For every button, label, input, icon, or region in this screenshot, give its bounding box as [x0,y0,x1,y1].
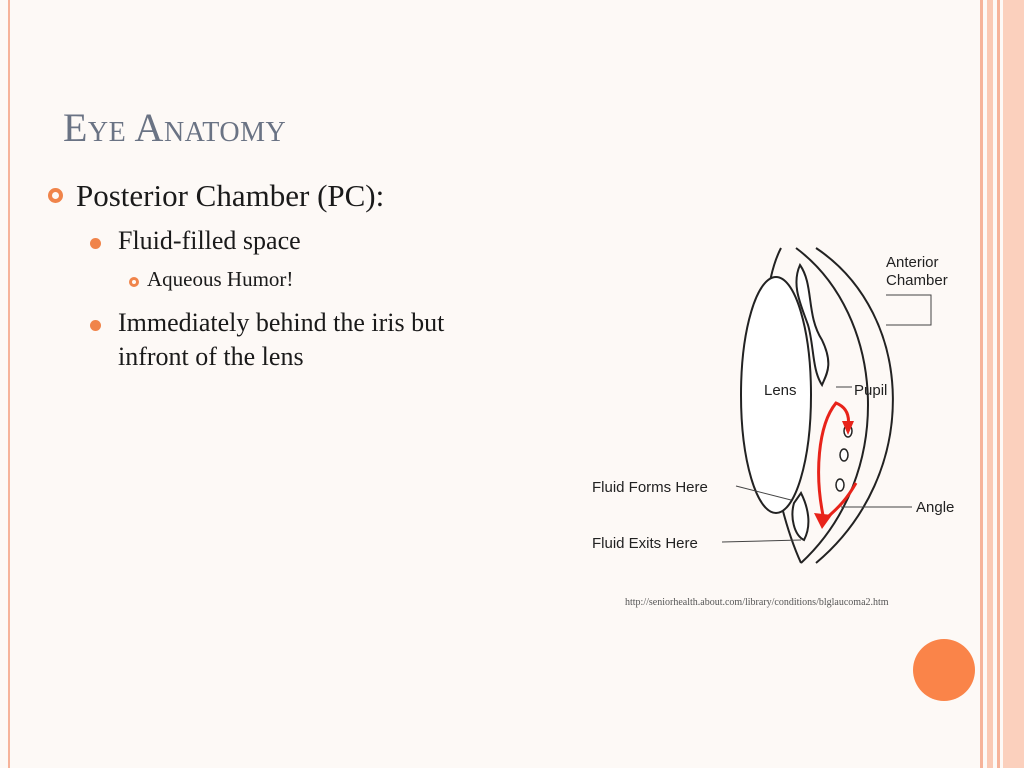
fluid-droplet [839,448,849,462]
fluid-flow-arrow [817,401,850,521]
cornea-outer-curve [815,247,894,564]
label-fluid-forms: Fluid Forms Here [592,479,708,496]
leader-line-fluid-forms [735,485,792,501]
leader-line-anterior [886,294,932,326]
right-decor-stripe [1003,0,1024,768]
cornea-inner-curve [795,247,869,564]
arrow-head [814,513,832,529]
dot-bullet-icon [90,320,101,331]
ring-bullet-icon [129,277,139,287]
decorative-circle [913,639,975,701]
label-angle: Angle [916,499,954,516]
ring-bullet-icon [48,188,63,203]
label-fluid-exits: Fluid Exits Here [592,535,698,552]
source-url-text: http://seniorhealth.about.com/library/co… [625,597,889,608]
bullet-behind-iris-line2: infront of the lens [118,342,304,371]
bullet-posterior-chamber: Posterior Chamber (PC): [76,178,385,213]
label-lens: Lens [764,382,797,399]
leader-line-fluid-exits [721,539,802,543]
fluid-droplet [835,478,845,492]
right-decor-stripe [997,0,1000,768]
label-pupil: Pupil [854,382,887,399]
right-decor-stripe [987,0,993,768]
label-anterior-line1: Anterior [886,254,939,271]
left-border-line [8,0,10,768]
lens-shape [740,276,812,514]
bullet-behind-iris-line1: Immediately behind the iris but [118,308,445,337]
right-decor-stripe [980,0,983,768]
slide-title: Eye Anatomy [63,105,287,150]
bullet-aqueous-humor: Aqueous Humor! [147,267,294,291]
arrow-head [842,421,854,435]
eye-anatomy-diagram: Anterior Chamber Lens Pupil Fluid Forms … [592,247,954,564]
iris-shape [795,262,830,388]
bullet-fluid-filled: Fluid-filled space [118,226,301,255]
label-anterior-line2: Chamber [886,272,948,289]
dot-bullet-icon [90,238,101,249]
ciliary-body [791,491,810,542]
